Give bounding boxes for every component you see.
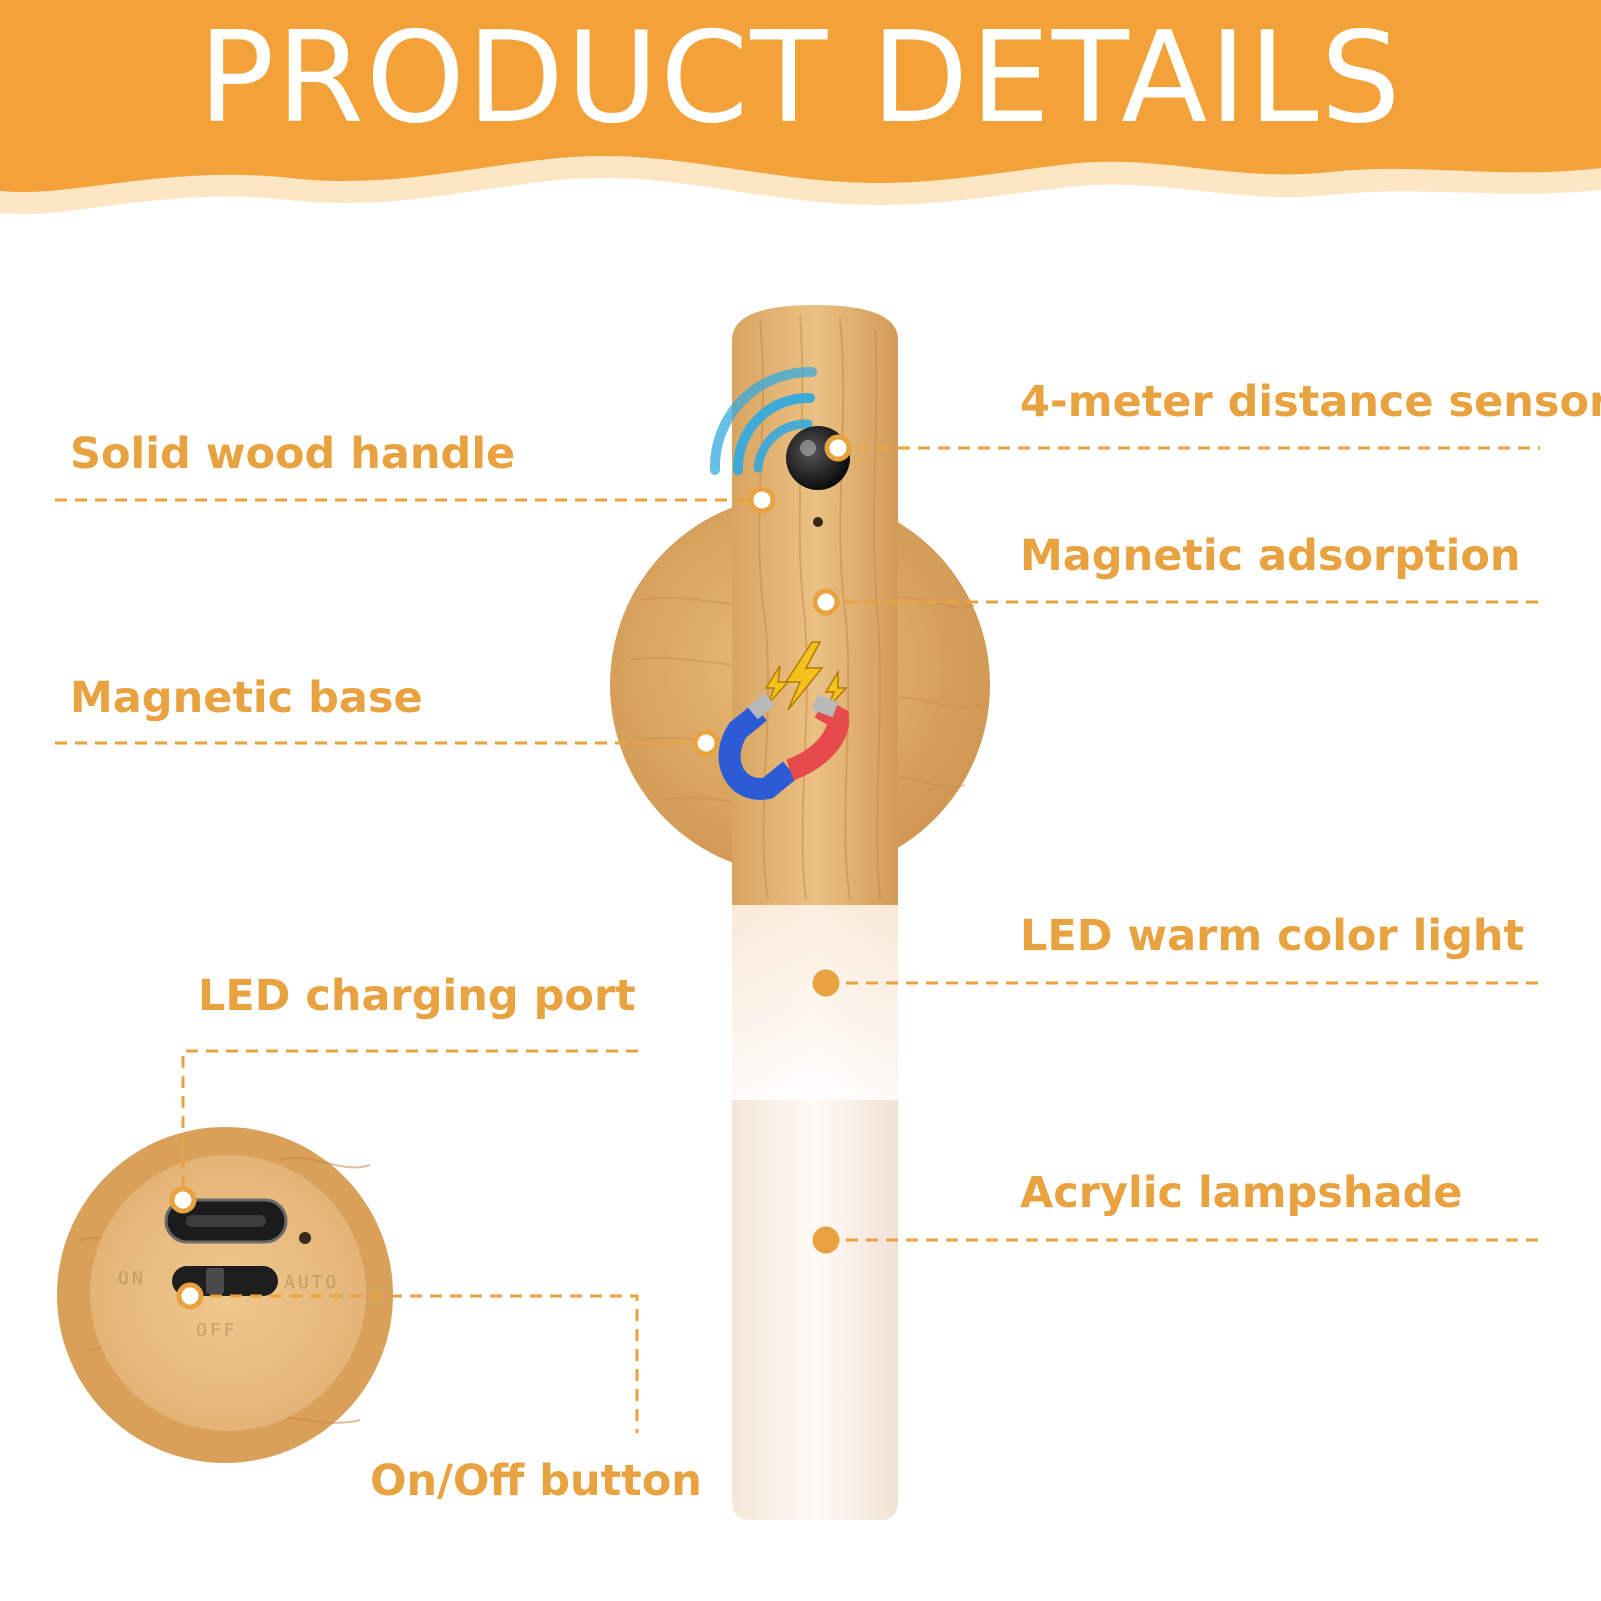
dot-acrylic-lampshade (812, 1226, 840, 1254)
page-title: PRODUCT DETAILS (198, 4, 1403, 151)
dot-solid-wood-handle (748, 486, 776, 514)
shade-glow (732, 900, 898, 1100)
leader-dots (169, 434, 852, 1310)
header-orange-wave (0, 0, 1601, 192)
header-band (0, 0, 1601, 214)
dot-led-warm-light (812, 969, 840, 997)
leader-lines (55, 446, 1540, 1433)
label-led-charging-port: LED charging port (198, 971, 636, 1021)
switch-mark-on: ON (118, 1268, 146, 1289)
label-magnetic-base: Magnetic base (70, 673, 423, 723)
mode-switch-knob (206, 1268, 224, 1294)
switch-mark-auto: AUTO (284, 1272, 340, 1293)
dot-magnetic-adsorption (812, 588, 840, 616)
sensor-wave-icon (709, 366, 817, 475)
label-acrylic-lampshade: Acrylic lampshade (1020, 1168, 1463, 1218)
charge-indicator (299, 1232, 311, 1244)
handle-grain (758, 314, 881, 901)
dot-magnetic-base (692, 729, 720, 757)
label-magnetic-adsorption: Magnetic adsorption (1020, 531, 1521, 581)
dot-charging-port (169, 1186, 197, 1214)
light-sensor-hole (813, 517, 823, 527)
label-distance-sensor: 4-meter distance sensor (1020, 377, 1601, 427)
label-led-warm-light: LED warm color light (1020, 911, 1525, 961)
dot-on-off-button (176, 1282, 204, 1310)
switch-mark-off: OFF (196, 1320, 238, 1341)
label-solid-wood-handle: Solid wood handle (70, 429, 516, 479)
magnet-icon (718, 692, 850, 800)
dot-distance-sensor (824, 434, 852, 462)
label-on-off-button: On/Off button (370, 1456, 702, 1506)
